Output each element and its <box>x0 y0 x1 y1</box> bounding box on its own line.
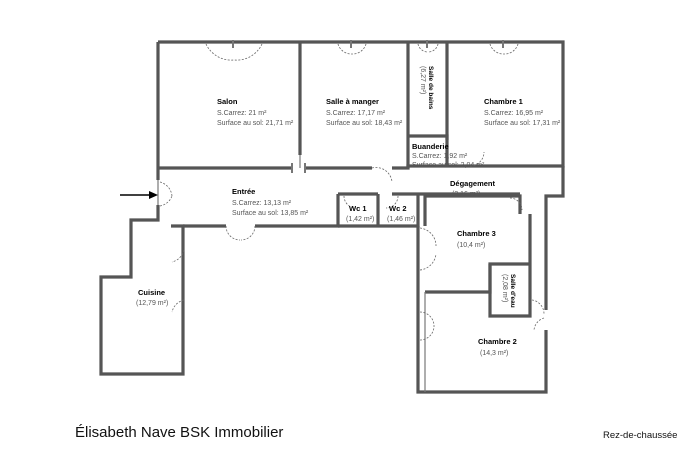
buanderie-carrez: S.Carrez: 1,92 m² <box>412 153 468 160</box>
wc2-area: (1,46 m²) <box>387 216 415 223</box>
salon-sol: Surface au sol: 21,71 m² <box>217 120 294 127</box>
agency-name: Élisabeth Nave BSK Immobilier <box>75 424 284 441</box>
walls <box>99 40 565 394</box>
sdb-area: (6,27 m²) <box>419 66 426 94</box>
salon-carrez: S.Carrez: 21 m² <box>217 110 267 117</box>
door-sam-top <box>337 43 353 55</box>
ch1-carrez: S.Carrez: 16,95 m² <box>484 110 544 117</box>
door-ch1-top <box>489 43 505 55</box>
entree-sol: Surface au sol: 13,85 m² <box>232 210 309 217</box>
door-ch1-top-2 <box>503 43 519 55</box>
sam-carrez: S.Carrez: 17,17 m² <box>326 110 386 117</box>
buanderie-wall <box>408 134 449 166</box>
door-salle-eau <box>531 299 545 315</box>
door-ch1-side <box>469 151 485 167</box>
c3-top-wall <box>423 194 522 226</box>
door-ticks <box>232 40 504 173</box>
door-salon-top-2 <box>233 43 263 61</box>
floor-label: Rez-de-chaussée <box>603 430 678 441</box>
door-sdb-top <box>417 43 429 53</box>
door-sam-top-2 <box>351 43 367 55</box>
wc1-area: (1,42 m²) <box>346 216 374 223</box>
sam-name: Salle à manger <box>326 97 379 106</box>
door-wc2 <box>385 195 399 209</box>
outer-wall-top <box>158 40 565 168</box>
buanderie-name: Buanderie <box>412 142 449 151</box>
salle-eau-name: Salle d'eau <box>509 274 516 308</box>
door-kitchen-2 <box>171 299 185 313</box>
wc2-name: Wc 2 <box>389 204 407 213</box>
doors <box>159 43 545 341</box>
door-salon-top <box>205 43 235 61</box>
entree-carrez: S.Carrez: 13,13 m² <box>232 200 292 207</box>
degagement-area: (3,16 m²) <box>452 191 480 198</box>
sdb-name: Salle de bains <box>427 66 434 110</box>
salle-eau-area: (2,08 m²) <box>501 274 508 302</box>
outer-wall-left-lower <box>129 205 160 236</box>
entry-arrow-icon <box>120 191 158 199</box>
ch2-area: (14,3 m²) <box>480 350 508 357</box>
door-c2 <box>419 311 435 327</box>
door-sdb-top-2 <box>427 43 439 53</box>
sam-sol: Surface au sol: 18,43 m² <box>326 120 403 127</box>
thin-lines <box>157 155 426 392</box>
cuisine-name: Cuisine <box>138 288 165 297</box>
door-degagement <box>509 197 523 211</box>
cuisine-area: (12,79 m²) <box>136 300 168 307</box>
buanderie-sol: Surface au sol: 2,04 m² <box>412 162 485 169</box>
ch2-name: Chambre 2 <box>478 337 517 346</box>
door-buanderie <box>371 167 393 183</box>
salle-eau-wall <box>488 264 532 318</box>
right-wing-wall-east <box>544 166 565 310</box>
door-c2-right <box>533 317 545 331</box>
door-c3 <box>419 227 437 247</box>
door-entree-left-2 <box>159 195 173 207</box>
degagement-name: Dégagement <box>450 179 496 188</box>
ch1-sol: Surface au sol: 17,31 m² <box>484 120 561 127</box>
door-entree-bottom-2 <box>240 225 256 241</box>
entree-name: Entrée <box>232 187 255 196</box>
door-entree-bottom <box>225 225 241 241</box>
room-labels: Salon S.Carrez: 21 m² Surface au sol: 21… <box>136 66 561 357</box>
door-wc1 <box>343 195 357 209</box>
ch1-name: Chambre 1 <box>484 97 523 106</box>
ch3-area: (10,4 m²) <box>457 242 485 249</box>
door-entree-left <box>159 181 173 197</box>
right-wing-wall <box>416 226 548 394</box>
ch3-name: Chambre 3 <box>457 229 496 238</box>
salon-name: Salon <box>217 97 238 106</box>
wc1-name: Wc 1 <box>349 204 367 213</box>
door-c3-2 <box>419 253 437 271</box>
door-kitchen <box>171 249 185 263</box>
door-c2-2 <box>419 325 435 341</box>
